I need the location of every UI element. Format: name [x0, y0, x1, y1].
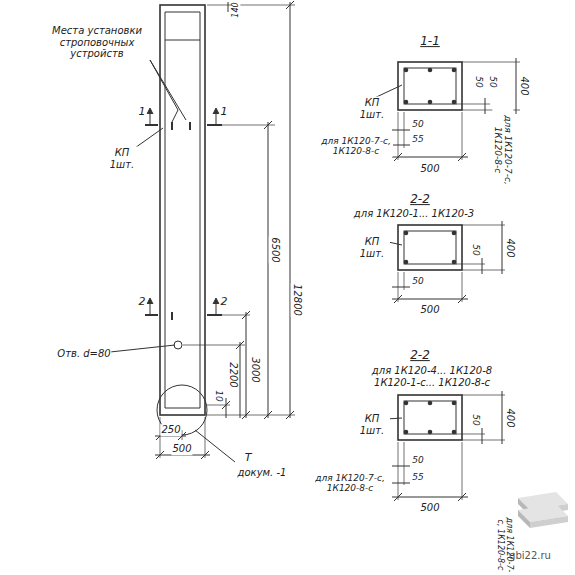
- dimension: 250: [160, 424, 181, 436]
- section-title: 2-2: [409, 349, 431, 363]
- applicability-note: для 1К120-7-с, 1К120-8-с: [496, 514, 514, 575]
- dimension: 500: [419, 304, 440, 316]
- section-title: 1-1: [419, 35, 441, 49]
- dimension: 2200: [227, 361, 239, 388]
- dimension: 10: [214, 389, 224, 402]
- section-mark: 1: [138, 106, 147, 119]
- dimension: 55: [411, 134, 424, 144]
- dimension: 55: [411, 472, 424, 482]
- section-mark: 2: [220, 296, 229, 309]
- applicability-note: для 1К120-7-с, 1К120-8-с: [319, 136, 393, 157]
- applicability-note: для 1К120-4... 1К120-8 1К120-1-с... 1К12…: [366, 365, 498, 388]
- part-label: КП 1шт.: [354, 236, 390, 259]
- dimension: 3000: [249, 356, 261, 383]
- dimension: 500: [419, 163, 440, 175]
- dimension: 50: [411, 119, 424, 129]
- applicability-note: для 1К120-7-с, 1К120-8-с: [313, 473, 387, 494]
- dimension: 50: [471, 243, 481, 256]
- dimension: 50: [471, 413, 481, 426]
- dimension: 500: [171, 443, 192, 455]
- dimension: 400: [504, 237, 516, 258]
- part-label: КП 1шт.: [354, 97, 390, 120]
- dimension: 6500: [269, 236, 281, 263]
- applicability-note: для 1К120-7-с, 1К120-8-с: [493, 104, 514, 196]
- applicability-note: для 1К120-1... 1К120-3: [353, 208, 475, 220]
- watermark-icon: [518, 492, 568, 528]
- dimension: 12800: [291, 283, 303, 317]
- dimension: 400: [504, 407, 516, 428]
- section-mark: 1: [220, 106, 229, 119]
- callout-number: Т: [244, 452, 253, 465]
- watermark: gbi22.ru: [508, 550, 552, 562]
- section-title: 2-2: [409, 193, 431, 207]
- hole-label: Отв. d=80: [56, 348, 111, 360]
- dimension: 50: [488, 75, 498, 88]
- part-label: КП 1шт.: [354, 413, 390, 436]
- reference-note: докум. -1: [237, 467, 288, 479]
- dimension: 400: [518, 75, 530, 96]
- dimension: 50: [411, 276, 424, 286]
- dimension: 50: [411, 455, 424, 465]
- dimension: 50: [474, 75, 484, 88]
- part-label: КП 1шт.: [104, 147, 140, 170]
- note-text: Места установки строповочных устройств: [41, 25, 153, 60]
- section-mark: 2: [138, 296, 147, 309]
- dimension: 500: [419, 502, 440, 514]
- dimension: 140: [231, 1, 240, 18]
